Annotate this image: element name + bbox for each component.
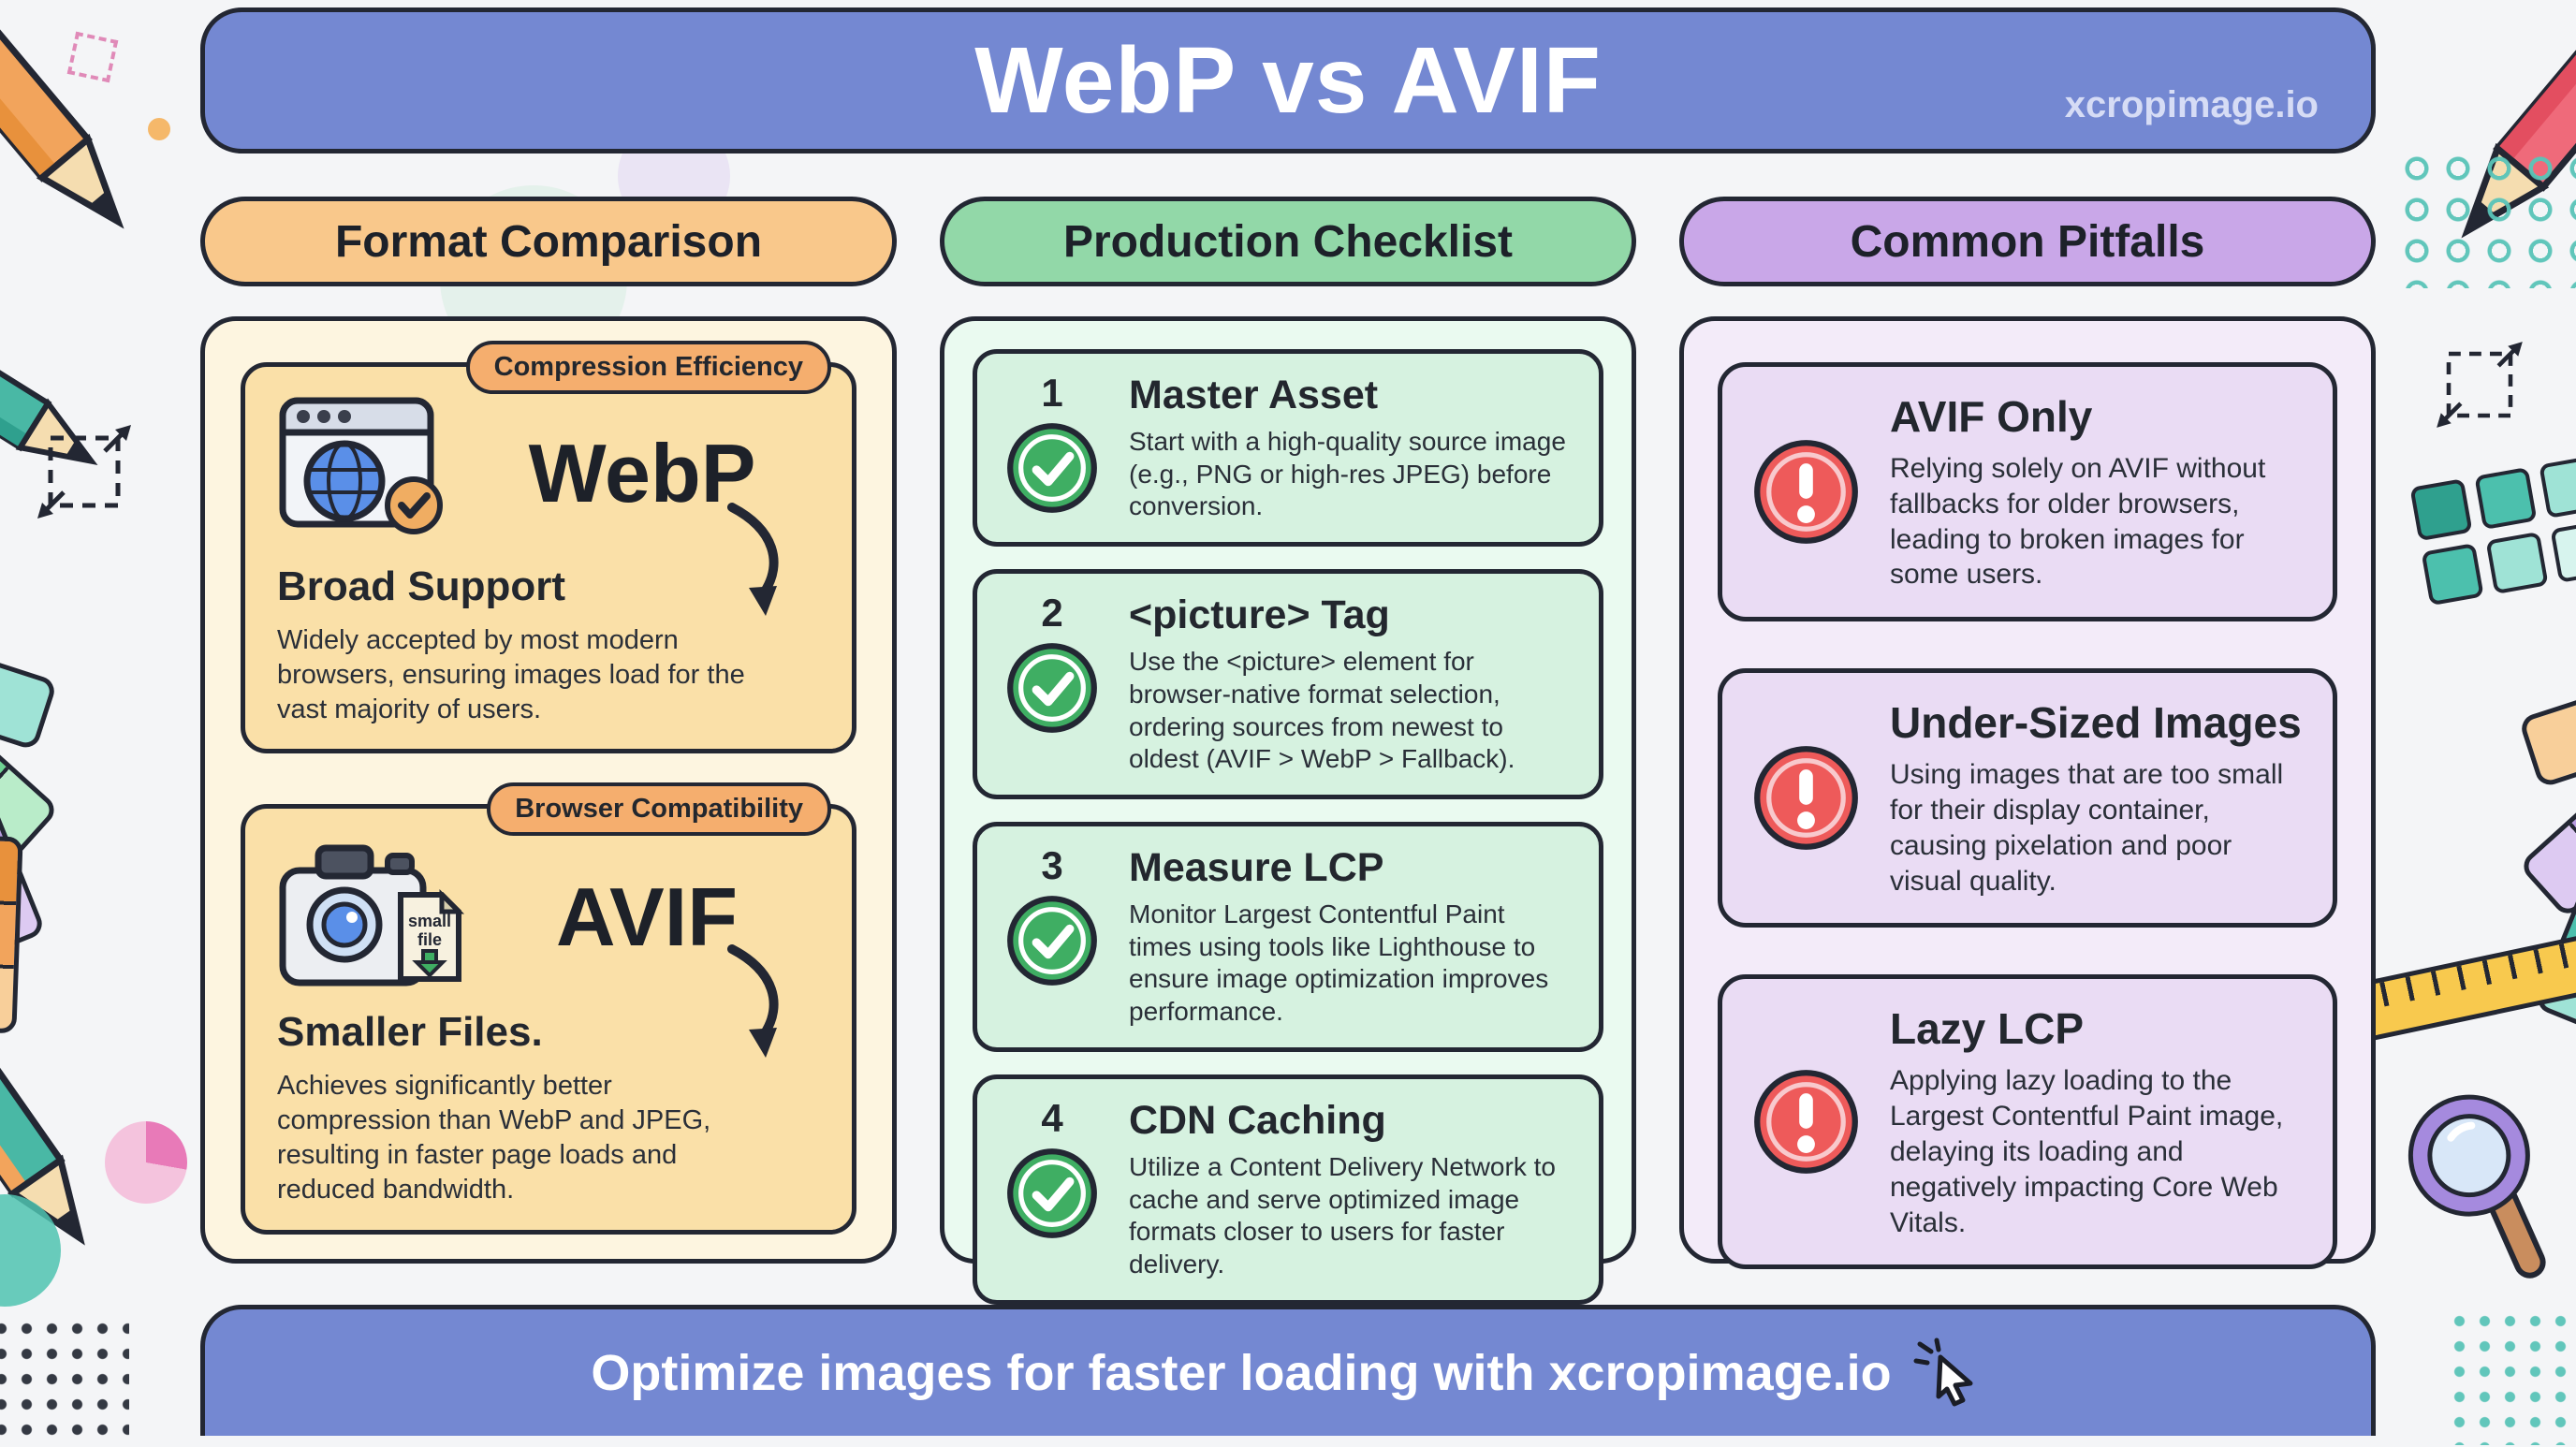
check-circle-icon: [1007, 643, 1097, 734]
checklist-item-text: Monitor Largest Contentful Paint times u…: [1129, 899, 1549, 1027]
format-subtitle: Smaller Files.: [277, 1009, 543, 1056]
pitfall-body: Lazy LCP Applying lazy loading to the La…: [1890, 1003, 2303, 1240]
checklist-step-indicator: 4: [1002, 1096, 1103, 1240]
pitfall-text: Using images that are too small for thei…: [1890, 759, 2284, 897]
check-circle-icon: [1007, 1147, 1097, 1238]
header-banner: WebP vs AVIF xcropimage.io: [200, 7, 2376, 153]
checklist-step-indicator: 2: [1002, 591, 1103, 735]
curved-arrow-icon: [727, 503, 779, 616]
pitfall-title: Under-Sized Images: [1890, 698, 2302, 748]
format-title: AVIF: [556, 870, 738, 964]
page-title: WebP vs AVIF: [974, 27, 1602, 133]
format-card-webp: Compression Efficiency: [241, 341, 856, 754]
production-checklist-panel: 1 Master Asset Start with a high-quality…: [940, 316, 1636, 1305]
small-file-label-line2: file: [417, 930, 442, 949]
checklist-item-3: 3 Measure LCP Monitor Largest Contentful…: [973, 822, 1603, 1052]
checklist-step-indicator: 1: [1002, 371, 1103, 515]
checklist-item-title: <picture> Tag: [1129, 592, 1390, 638]
footer-cta-text: Optimize images for faster loading with …: [591, 1344, 1892, 1401]
column-header-production-checklist: Production Checklist: [940, 197, 1636, 286]
column-format-comparison: Format Comparison Compression Efficiency: [200, 197, 897, 1264]
format-comparison-panel: Compression Efficiency: [200, 316, 897, 1264]
checklist-item-body: Measure LCP Monitor Largest Contentful P…: [1129, 843, 1574, 1029]
pitfall-text: Relying solely on AVIF without fallbacks…: [1890, 453, 2266, 591]
column-production-checklist: Production Checklist 1 Master Asset Star…: [940, 197, 1636, 1305]
content-columns: Format Comparison Compression Efficiency: [200, 197, 2376, 1305]
step-number: 1: [1041, 371, 1063, 415]
pitfall-body: Under-Sized Images Using images that are…: [1890, 697, 2303, 899]
checklist-item-body: <picture> Tag Use the <picture> element …: [1129, 591, 1574, 776]
pitfall-card-3: Lazy LCP Applying lazy loading to the La…: [1718, 974, 2337, 1270]
checklist-item-2: 2 <picture> Tag Use the <picture> elemen…: [973, 569, 1603, 800]
checklist-item-text: Use the <picture> element for browser-na…: [1129, 647, 1515, 774]
warning-icon: [1754, 440, 1858, 545]
pitfall-title: AVIF Only: [1890, 392, 2093, 441]
format-card-header: WebP: [277, 395, 820, 552]
footer-banner: Optimize images for faster loading with …: [200, 1305, 2376, 1436]
format-subtitle: Broad Support: [277, 563, 565, 609]
checklist-item-body: CDN Caching Utilize a Content Delivery N…: [1129, 1096, 1574, 1281]
format-card-avif: Browser Compatibility small: [241, 782, 856, 1235]
checklist-item-body: Master Asset Start with a high-quality s…: [1129, 371, 1574, 523]
step-number: 2: [1041, 591, 1063, 636]
pitfall-card-2: Under-Sized Images Using images that are…: [1718, 668, 2337, 928]
check-circle-icon: [1007, 896, 1097, 986]
format-text: Achieves significantly better compressio…: [277, 1071, 711, 1205]
checklist-item-title: Measure LCP: [1129, 845, 1384, 891]
pitfall-title: Lazy LCP: [1890, 1004, 2085, 1054]
check-circle-icon: [1007, 423, 1097, 513]
compression-efficiency-badge: Compression Efficiency: [465, 341, 831, 394]
curved-arrow-icon: [727, 944, 779, 1059]
column-common-pitfalls: Common Pitfalls AVIF Only Relying solely…: [1679, 197, 2376, 1270]
checklist-item-1: 1 Master Asset Start with a high-quality…: [973, 349, 1603, 548]
checklist-item-title: CDN Caching: [1129, 1097, 1386, 1143]
small-file-label-line1: small: [408, 912, 451, 930]
warning-icon: [1754, 1070, 1858, 1175]
checklist-item-text: Utilize a Content Delivery Network to ca…: [1129, 1151, 1556, 1279]
column-header-common-pitfalls: Common Pitfalls: [1679, 197, 2376, 286]
column-header-format-comparison: Format Comparison: [200, 197, 897, 286]
step-number: 3: [1041, 843, 1063, 888]
common-pitfalls-panel: AVIF Only Relying solely on AVIF without…: [1679, 316, 2376, 1270]
checklist-item-title: Master Asset: [1129, 373, 1379, 417]
cursor-icon: [1913, 1337, 1973, 1406]
browser-compatibility-badge: Browser Compatibility: [487, 782, 831, 837]
format-title: WebP: [528, 427, 756, 519]
camera-small-file-icon: small file: [279, 844, 465, 987]
checklist-step-indicator: 3: [1002, 843, 1103, 987]
format-text: Widely accepted by most modern browsers,…: [277, 625, 745, 724]
pitfall-card-1: AVIF Only Relying solely on AVIF without…: [1718, 362, 2337, 622]
pitfall-text: Applying lazy loading to the Largest Con…: [1890, 1065, 2284, 1238]
format-card-header: small file AVIF: [277, 837, 820, 998]
checklist-item-text: Start with a high-quality source image (…: [1129, 427, 1566, 521]
pitfall-body: AVIF Only Relying solely on AVIF without…: [1890, 391, 2303, 592]
checklist-item-4: 4 CDN Caching Utilize a Content Delivery…: [973, 1074, 1603, 1305]
browser-globe-check-icon: [279, 397, 443, 534]
warning-icon: [1754, 746, 1858, 851]
brand-watermark: xcropimage.io: [2064, 84, 2319, 125]
step-number: 4: [1041, 1095, 1063, 1140]
